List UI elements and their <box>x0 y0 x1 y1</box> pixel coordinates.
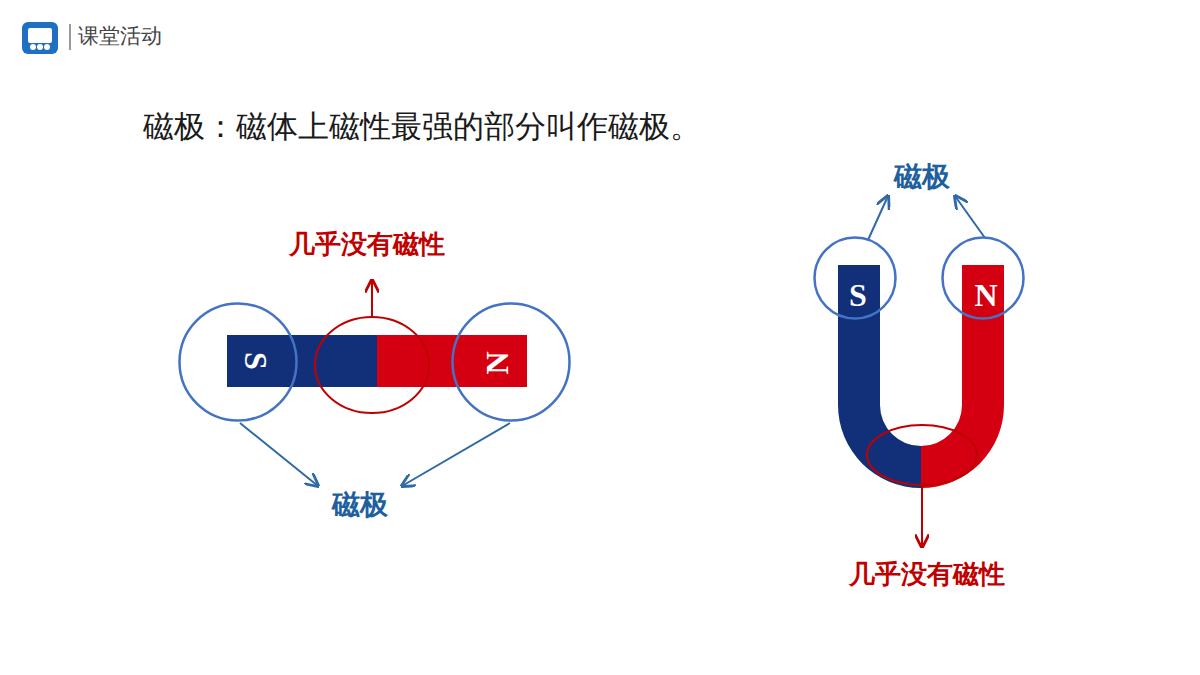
bar-magnet-south <box>227 335 377 387</box>
pole-letter: N <box>974 279 997 311</box>
pole-ring: N <box>451 302 571 422</box>
pole-ring: S <box>813 236 897 320</box>
pole-label: 磁极 <box>332 488 388 522</box>
header-text: 课堂活动 <box>78 24 162 49</box>
ring-circle <box>943 238 1024 319</box>
neutral-label: 几乎没有磁性 <box>849 559 1005 590</box>
separator <box>69 24 71 50</box>
header-icon <box>22 22 58 54</box>
pole-ring: S <box>178 302 298 422</box>
ring-circle <box>815 238 896 319</box>
pole-ring: N <box>941 236 1025 320</box>
leader-arrow <box>402 423 510 486</box>
ring-outline <box>178 302 298 422</box>
neutral-label: 几乎没有磁性 <box>289 229 445 260</box>
pole-label: 磁极 <box>894 160 950 194</box>
ring-circle <box>180 304 297 421</box>
leader-arrow <box>955 196 985 238</box>
u-magnet-south <box>838 265 921 488</box>
pole-letter: N <box>481 351 513 374</box>
leader-arrow <box>868 196 888 240</box>
slide-title: 磁极：磁体上磁性最强的部分叫作磁极。 <box>143 108 701 145</box>
u-magnet-north <box>921 265 1004 488</box>
leader-arrow <box>371 280 373 316</box>
pole-letter: S <box>240 352 272 370</box>
ring-circle <box>453 304 570 421</box>
neutral-zone-ring <box>315 317 429 413</box>
leader-arrow <box>240 423 318 486</box>
pole-letter: S <box>849 279 867 311</box>
leader-arrow <box>921 486 923 547</box>
neutral-zone-ring <box>867 425 977 485</box>
